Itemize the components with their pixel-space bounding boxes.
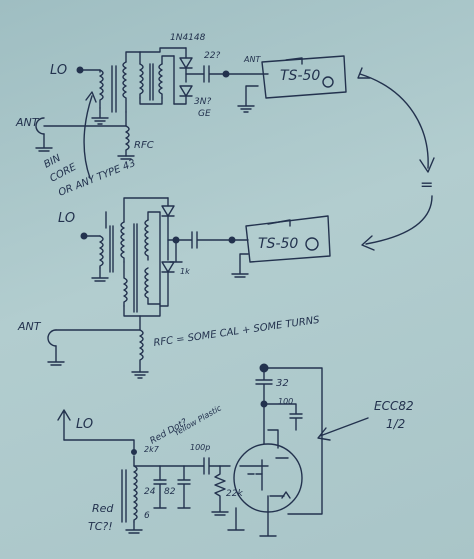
label-rfc-mid: RFC = SOME CAL + SOME TURNS: [153, 315, 321, 349]
ant-connector-mid: [47, 329, 57, 347]
coil-primary-top: [99, 69, 104, 109]
label-c22k: 22k: [226, 489, 243, 499]
label-c32: 32: [276, 378, 289, 389]
label-geo-q: 3N?: [194, 97, 211, 107]
rfc-top: [125, 125, 130, 157]
label-ts50-top: TS-50: [280, 68, 320, 84]
ant-connector-top: [35, 117, 45, 135]
label-red-tc: Red: [92, 502, 114, 515]
rfc-mid: [139, 329, 144, 373]
top-circuit: LO 1N4148 3N? GE 22? TS-50: [15, 33, 347, 199]
equivalence-arrows: =: [357, 67, 435, 251]
label-ge: GE: [198, 109, 211, 119]
label-lo-top: LO: [50, 63, 67, 78]
cap-top: [185, 65, 227, 83]
label-ts50-mid: TS-50: [258, 236, 298, 252]
label-lo-mid: LO: [58, 211, 75, 226]
label-ant-out-top: ANT: [243, 55, 261, 64]
label-cap-top: 22?: [204, 51, 220, 61]
label-c82: 82: [164, 487, 176, 497]
label-ant-top: ANT: [15, 116, 40, 129]
tapped-coil: [133, 455, 138, 523]
label-c2k7: 2k7: [144, 445, 160, 454]
label-red-tc-2: TC?!: [88, 520, 113, 533]
label-c100: 100: [278, 397, 293, 406]
label-ant-mid: ANT: [17, 320, 42, 333]
label-diode-top: 1N4148: [170, 33, 206, 43]
label-c24: 24: [144, 487, 156, 497]
label-c100p: 100p: [190, 443, 210, 452]
label-ant-mid-tick: 1k: [180, 267, 190, 276]
label-tube: ECC82: [374, 399, 414, 413]
label-equals: =: [420, 175, 433, 194]
ts50-box-top: [261, 55, 347, 99]
diode-top-2: [179, 85, 193, 97]
diode-top-1: [179, 57, 193, 69]
coil-secondary-top: [122, 61, 127, 113]
label-lo-bot: LO: [76, 417, 93, 432]
arrow-binocular: [83, 95, 93, 179]
label-rfc-top: RFC: [134, 140, 154, 151]
label-c6: 6: [144, 511, 150, 521]
bottom-circuit: LO 2k7 24 6 Red TC?! 82 100p Red Dot? Ye…: [57, 363, 414, 537]
ts50-box-mid: [245, 215, 331, 263]
label-tube-half: 1/2: [386, 417, 405, 431]
resistor-22k: [211, 465, 229, 516]
middle-circuit: LO 1k TS-50 ANT: [17, 197, 331, 379]
